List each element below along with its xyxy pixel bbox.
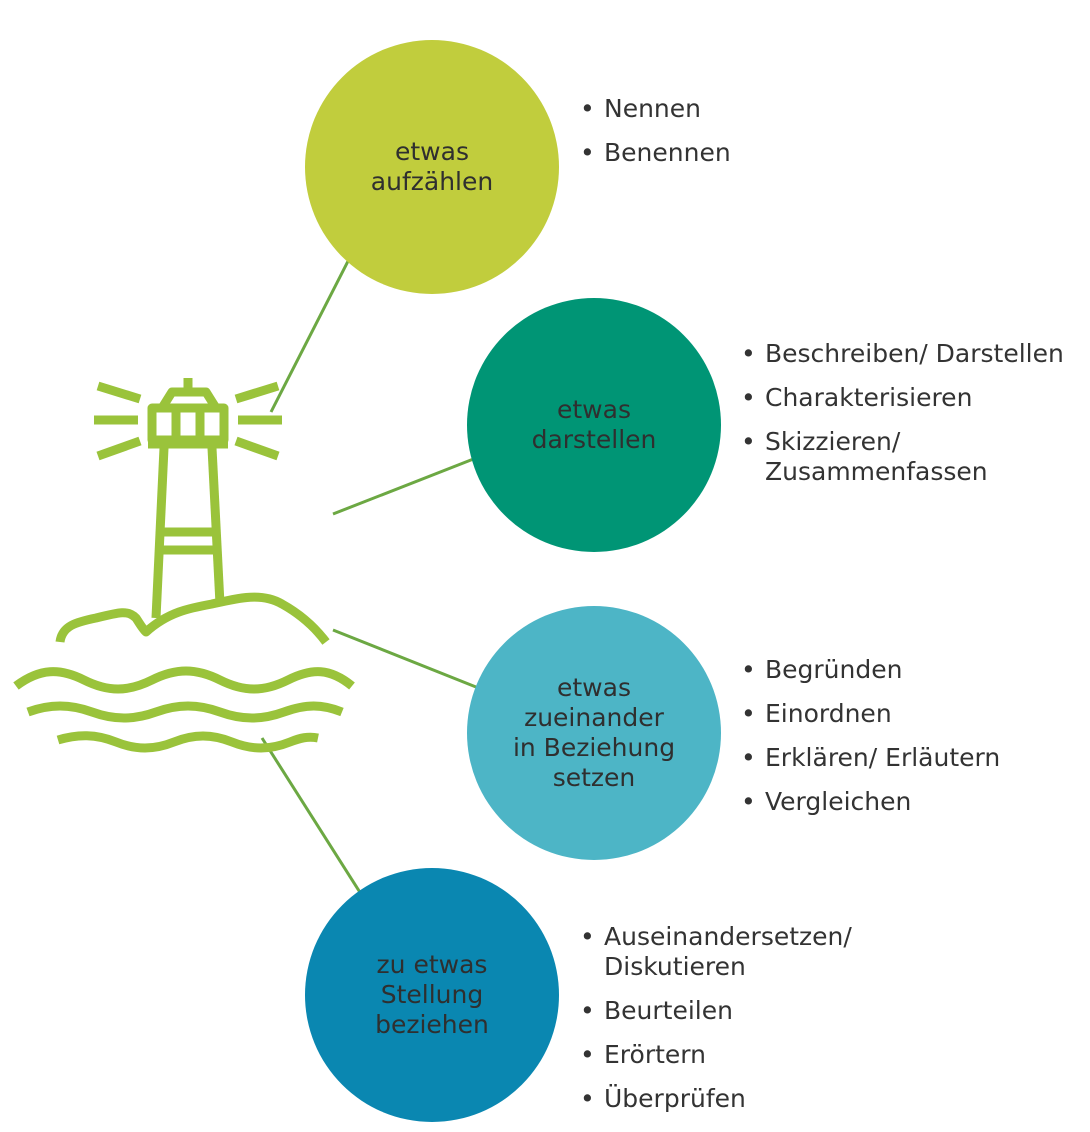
connector-line-2 — [332, 456, 477, 516]
label-line: zueinander — [524, 703, 664, 732]
list-item-text: Einordnen — [765, 699, 892, 728]
circle-aufzaehlen: etwas aufzählen — [305, 40, 559, 294]
list-item-text: Benennen — [604, 138, 731, 167]
label-line: setzen — [552, 763, 636, 792]
list-item-text: Charakterisieren — [765, 383, 973, 412]
list-item-text: Begründen — [765, 655, 903, 684]
connector-line-4 — [260, 737, 370, 906]
list-item: Erörtern — [580, 1040, 852, 1070]
list-item: Nennen — [580, 94, 731, 124]
circle-label-stellung: zu etwas Stellung beziehen — [375, 950, 489, 1040]
list-beziehung: Begründen Einordnen Erklären/ Erläutern … — [741, 655, 1000, 831]
label-line: in Beziehung — [512, 733, 676, 762]
circle-label-darstellen: etwas darstellen — [532, 395, 657, 455]
label-line: etwas — [395, 137, 469, 166]
label-line: beziehen — [375, 1010, 489, 1039]
list-item-text: Überprüfen — [604, 1084, 746, 1113]
list-darstellen: Beschreiben/ Darstellen Charakterisieren… — [741, 339, 1064, 501]
list-item: Erklären/ Erläutern — [741, 743, 1000, 773]
list-item: Überprüfen — [580, 1084, 852, 1114]
list-item-text: Erörtern — [604, 1040, 706, 1069]
list-item-text: Skizzieren/ — [765, 427, 901, 456]
list-stellung: Auseinandersetzen/ Diskutieren Beurteile… — [580, 922, 852, 1128]
lighthouse-icon — [13, 378, 355, 753]
circle-beziehung: etwas zueinander in Beziehung setzen — [467, 606, 721, 860]
list-item: Skizzieren/ Zusammenfassen — [741, 427, 1064, 487]
list-item-text: Beurteilen — [604, 996, 733, 1025]
list-item-text: Zusammenfassen — [765, 457, 988, 486]
list-item: Begründen — [741, 655, 1000, 685]
label-line: Stellung — [380, 980, 484, 1009]
connector-line-3 — [332, 628, 477, 689]
list-item: Benennen — [580, 138, 731, 168]
list-item: Beurteilen — [580, 996, 852, 1026]
circle-label-beziehung: etwas zueinander in Beziehung setzen — [513, 673, 675, 793]
list-item-text: Beschreiben/ Darstellen — [765, 339, 1064, 368]
circle-label-aufzaehlen: etwas aufzählen — [371, 137, 493, 197]
list-item-text: Vergleichen — [765, 787, 912, 816]
circle-stellung: zu etwas Stellung beziehen — [305, 868, 559, 1122]
list-item-text: Diskutieren — [604, 952, 746, 981]
list-item: Auseinandersetzen/ Diskutieren — [580, 922, 852, 982]
list-item-text: Nennen — [604, 94, 701, 123]
label-line: etwas — [557, 673, 631, 702]
list-item: Einordnen — [741, 699, 1000, 729]
label-line: etwas — [557, 395, 631, 424]
list-item: Charakterisieren — [741, 383, 1064, 413]
list-aufzaehlen: Nennen Benennen — [580, 94, 731, 182]
list-item: Beschreiben/ Darstellen — [741, 339, 1064, 369]
list-item-text: Auseinandersetzen/ — [604, 922, 852, 951]
list-item: Vergleichen — [741, 787, 1000, 817]
list-item-text: Erklären/ Erläutern — [765, 743, 1001, 772]
circle-darstellen: etwas darstellen — [467, 298, 721, 552]
label-line: zu etwas — [376, 950, 488, 979]
label-line: aufzählen — [370, 167, 494, 196]
label-line: darstellen — [531, 425, 657, 454]
